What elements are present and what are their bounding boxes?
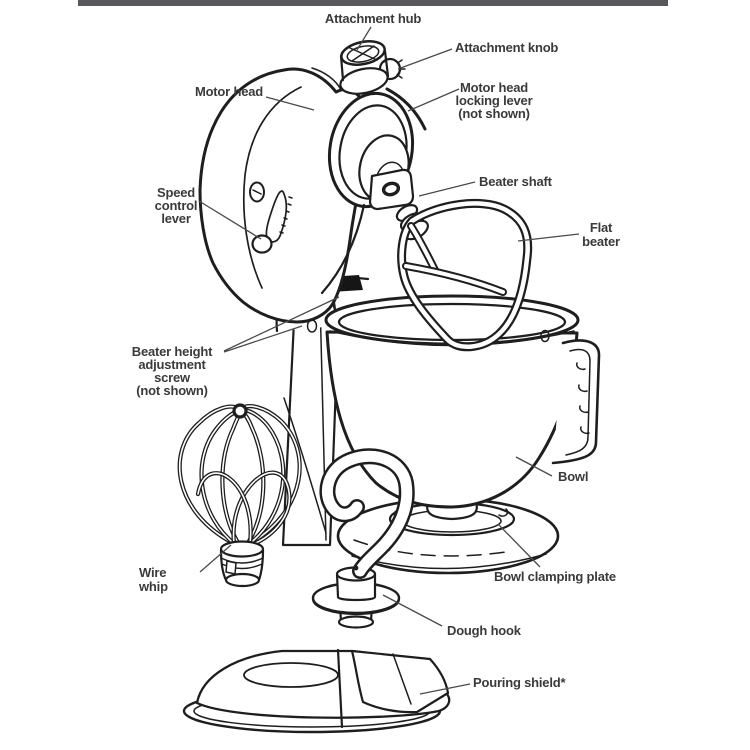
flat-beater	[397, 198, 533, 352]
whip-shank	[219, 540, 265, 588]
svg-text:locking lever: locking lever	[456, 93, 533, 108]
svg-text:control: control	[155, 198, 198, 213]
leader-beater-shaft	[418, 181, 476, 197]
label-dough-hook: Dough hook	[447, 623, 522, 638]
leader-locking-lever	[407, 88, 460, 112]
bowl-handle	[540, 329, 601, 465]
svg-text:Motor head: Motor head	[460, 80, 528, 95]
svg-text:Flat: Flat	[590, 220, 613, 235]
dough-hook	[311, 448, 415, 629]
svg-text:Beater height: Beater height	[132, 344, 213, 359]
part-labels: Attachment hub Attachment knob Motor hea…	[132, 11, 620, 690]
label-speed-control-lever: Speed control lever	[155, 185, 198, 226]
label-attachment-knob: Attachment knob	[455, 40, 558, 55]
label-attachment-hub: Attachment hub	[325, 11, 421, 26]
label-bowl: Bowl	[558, 469, 588, 484]
label-beater-shaft: Beater shaft	[479, 174, 553, 189]
motor-head	[198, 67, 427, 324]
bowl	[324, 294, 601, 521]
attachment-hub	[339, 40, 390, 95]
head-screw	[249, 181, 265, 203]
leader-bowl	[515, 456, 553, 477]
wire-whip	[177, 403, 302, 588]
beater-shaft	[368, 168, 429, 241]
svg-text:whip: whip	[138, 579, 168, 594]
svg-text:(not shown): (not shown)	[458, 106, 529, 121]
leader-attachment-hub	[356, 26, 372, 51]
svg-text:Speed: Speed	[157, 185, 195, 200]
leader-beater-height-screw	[223, 296, 340, 353]
leader-attachment-knob	[397, 48, 453, 70]
label-beater-height-adjustment-screw: Beater height adjustment screw (not show…	[132, 344, 214, 398]
leader-clamping-plate	[497, 523, 541, 568]
svg-text:adjustment: adjustment	[138, 357, 206, 372]
leader-dough-hook	[382, 594, 443, 627]
label-wire-whip: Wire whip	[138, 565, 168, 594]
top-border-bar	[78, 0, 668, 6]
leader-wire-whip	[199, 544, 232, 573]
whip-top-knot	[232, 403, 248, 419]
label-bowl-clamping-plate: Bowl clamping plate	[494, 569, 616, 584]
leader-pouring-shield	[419, 683, 471, 695]
leader-speed-control	[198, 200, 262, 240]
leader-flat-beater	[517, 233, 580, 242]
label-flat-beater: Flat beater	[582, 220, 620, 249]
label-pouring-shield: Pouring shield*	[473, 675, 566, 690]
svg-text:beater: beater	[582, 234, 620, 249]
label-motor-head-locking-lever: Motor head locking lever (not shown)	[456, 80, 533, 121]
leader-motor-head	[265, 96, 315, 111]
svg-text:Wire: Wire	[139, 565, 166, 580]
hook-pin-hole	[353, 565, 359, 571]
pouring-shield	[182, 648, 451, 734]
svg-text:screw: screw	[154, 370, 191, 385]
svg-text:lever: lever	[161, 211, 191, 226]
svg-text:(not shown): (not shown)	[136, 383, 207, 398]
leader-lines	[198, 26, 580, 695]
speed-lever-knob	[251, 234, 273, 254]
label-motor-head: Motor head	[195, 84, 263, 99]
speed-control-lever	[251, 190, 293, 254]
